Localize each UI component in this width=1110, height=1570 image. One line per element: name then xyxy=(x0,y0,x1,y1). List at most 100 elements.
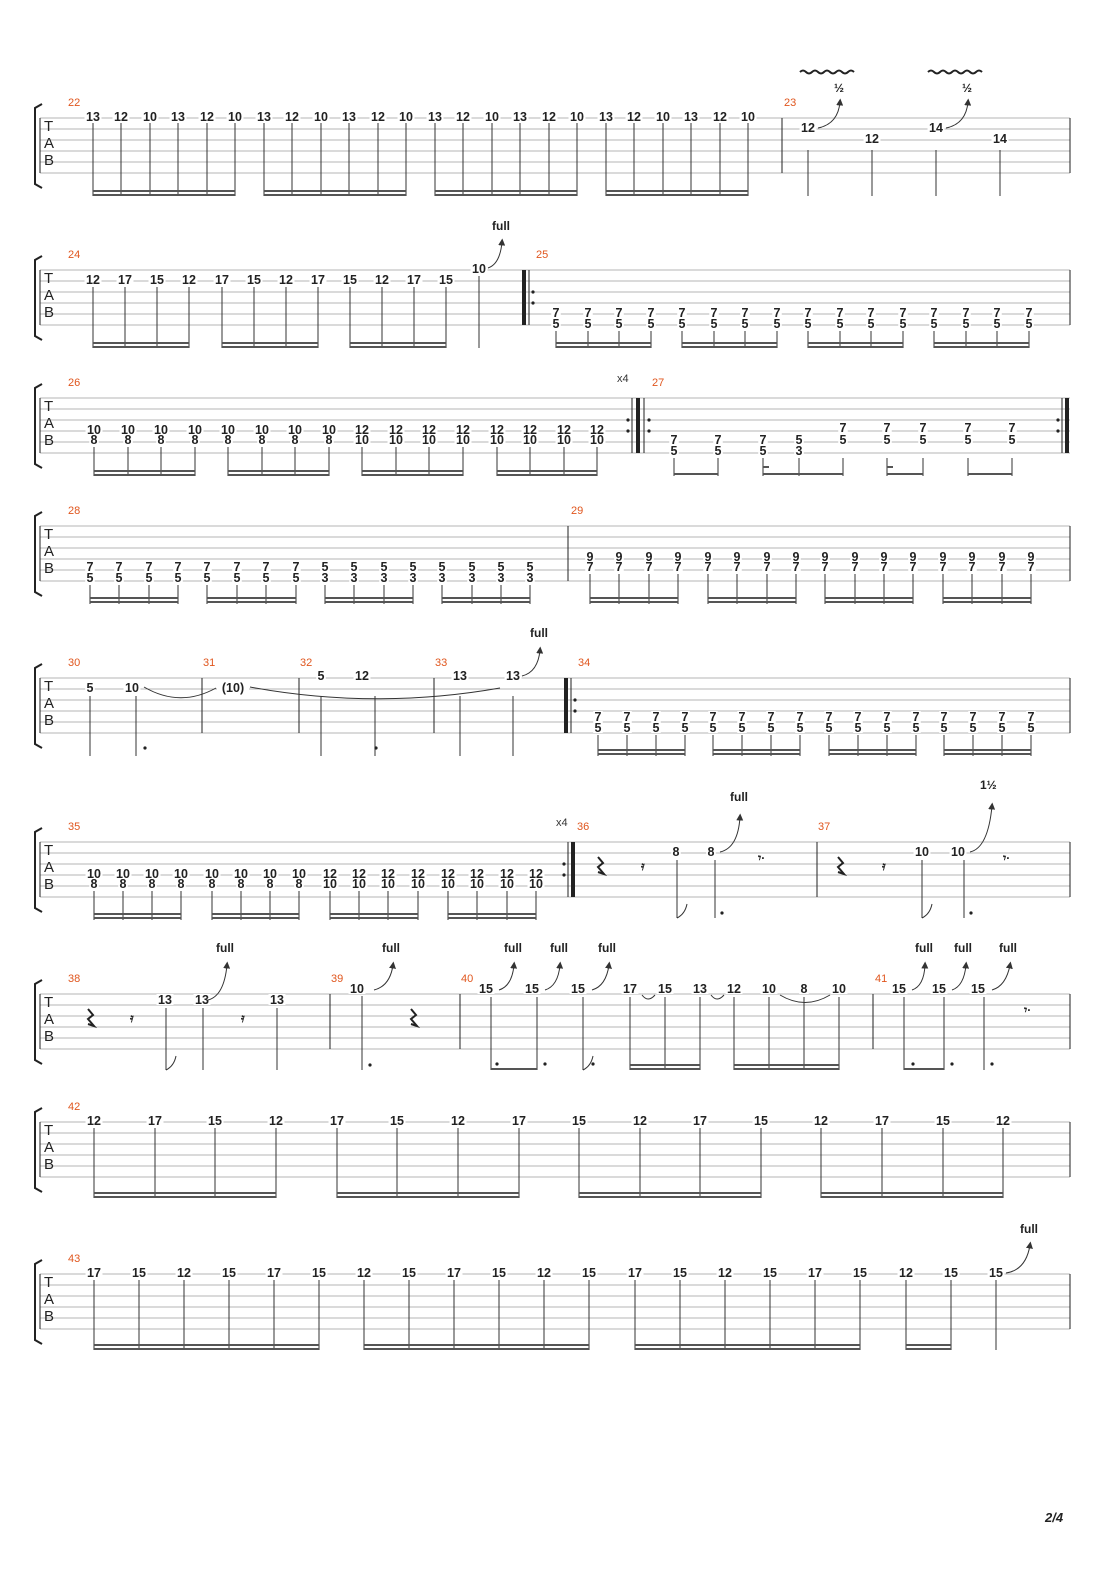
fret-number: 12 xyxy=(87,1114,101,1128)
fret-number: 5 xyxy=(900,317,907,331)
fret-number: 10 xyxy=(832,982,846,996)
fret-number: 13 xyxy=(342,110,356,124)
fret-number: 5 xyxy=(1009,433,1016,447)
fret-number: 7 xyxy=(234,560,241,574)
bend-arrow xyxy=(521,646,544,677)
fret-number: 10 xyxy=(915,845,929,859)
fret-bg xyxy=(379,572,389,583)
repeat-dot xyxy=(1056,429,1060,433)
fret-bg xyxy=(711,111,729,122)
dot xyxy=(911,1062,915,1066)
measure-number: 41 xyxy=(875,973,887,985)
fret-number: 10 xyxy=(263,867,277,881)
fret-number: 10 xyxy=(314,110,328,124)
fret-bg xyxy=(997,711,1007,722)
fret-number: 5 xyxy=(87,571,94,585)
system-bracket xyxy=(34,511,43,597)
fret-bg xyxy=(175,1267,193,1278)
flag xyxy=(582,1055,594,1071)
fret-bg xyxy=(257,434,267,445)
fret-number: 7 xyxy=(822,560,829,574)
fret-bg xyxy=(426,111,444,122)
page-number: 2/4 xyxy=(1044,1510,1064,1525)
fret-bg xyxy=(706,846,716,857)
measure-number: 22 xyxy=(68,97,80,109)
stem-group xyxy=(555,331,1030,348)
fret-number: 5 xyxy=(826,721,833,735)
fret-number: 15 xyxy=(222,1266,236,1280)
fret-bg xyxy=(762,551,772,562)
fret-bg xyxy=(217,682,249,693)
fret-bg xyxy=(772,318,782,329)
fret-number: 12 xyxy=(490,423,504,437)
bend-arrow xyxy=(719,813,744,853)
repeat-dot xyxy=(562,862,566,866)
fret-number: 7 xyxy=(682,710,689,724)
fret-number: 8 xyxy=(326,433,333,447)
fret-number: 5 xyxy=(616,317,623,331)
fret-bg xyxy=(350,878,368,889)
eighth-rest: 𝄾· xyxy=(1002,851,1010,865)
fret-bg xyxy=(691,1115,709,1126)
stem-group xyxy=(89,585,531,604)
fret-bg xyxy=(593,722,603,733)
fret-number: 7 xyxy=(705,560,712,574)
fret-number: 5 xyxy=(963,317,970,331)
tab-clef-t: T xyxy=(44,1274,53,1291)
fret-bg xyxy=(555,424,573,435)
fret-bg xyxy=(85,1115,103,1126)
fret-number: 7 xyxy=(715,433,722,447)
fret-bg xyxy=(290,434,300,445)
fret-bg xyxy=(355,1267,373,1278)
bend-label: full xyxy=(382,941,400,955)
fret-bg xyxy=(580,1267,598,1278)
fret-bg xyxy=(451,670,469,681)
fret-bg xyxy=(737,711,747,722)
fret-number: 10 xyxy=(234,867,248,881)
fret-number: 10 xyxy=(221,423,235,437)
repeat-dot xyxy=(626,429,630,433)
fret-bg xyxy=(119,424,137,435)
measure-number: 43 xyxy=(68,1253,80,1265)
fret-bg xyxy=(908,561,918,572)
dot xyxy=(143,746,147,750)
fret-number: 10 xyxy=(389,433,403,447)
bend-arrow xyxy=(373,961,396,991)
fret-number: 10 xyxy=(116,867,130,881)
fret-bg xyxy=(348,983,366,994)
fret-number: 7 xyxy=(837,306,844,320)
tab-clef-a: A xyxy=(44,1291,54,1308)
fret-bg xyxy=(708,722,718,733)
quarter-rest xyxy=(836,856,848,877)
fret-number: 10 xyxy=(529,877,543,891)
fret-bg xyxy=(123,682,141,693)
fret-bg xyxy=(651,722,661,733)
fret-bg xyxy=(866,318,876,329)
fret-bg xyxy=(850,551,860,562)
fret-bg xyxy=(555,434,573,445)
fret-bg xyxy=(713,434,723,445)
fret-bg xyxy=(388,1115,406,1126)
fret-bg xyxy=(172,868,190,879)
tab-clef-b: B xyxy=(44,712,54,729)
fret-number: 7 xyxy=(805,306,812,320)
fret-bg xyxy=(261,561,271,572)
fret-bg xyxy=(540,111,558,122)
fret-number: 9 xyxy=(587,550,594,564)
system-bracket xyxy=(34,1107,43,1193)
repeat-dot xyxy=(562,873,566,877)
fret-bg xyxy=(523,983,541,994)
fret-bg xyxy=(1026,722,1036,733)
fret-bg xyxy=(143,868,161,879)
fret-number: 15 xyxy=(673,1266,687,1280)
fret-bg xyxy=(597,111,615,122)
stem-group xyxy=(589,574,1032,604)
fret-bg xyxy=(148,274,166,285)
fret-bg xyxy=(835,307,845,318)
fret-bg xyxy=(144,561,154,572)
fret-number: 7 xyxy=(760,433,767,447)
fret-number: 7 xyxy=(742,306,749,320)
